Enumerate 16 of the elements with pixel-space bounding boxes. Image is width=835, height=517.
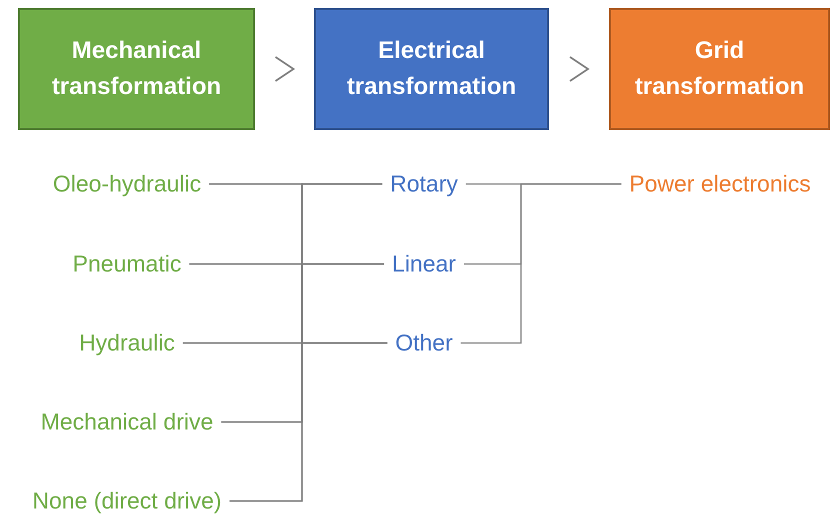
stage-box: Mechanical transformation xyxy=(18,8,255,130)
option-label: Mechanical drive xyxy=(32,406,222,438)
option-label: Linear xyxy=(384,248,464,280)
connector-line xyxy=(460,183,622,344)
chevron-arrow xyxy=(570,56,590,82)
connector-line xyxy=(230,342,388,502)
option-label: Other xyxy=(387,328,461,358)
option-label: Pneumatic xyxy=(64,248,190,280)
option-label: Power electronics xyxy=(621,168,819,200)
option-label: None (direct drive) xyxy=(24,486,230,516)
stage-box: Grid transformation xyxy=(609,8,830,130)
chevron-arrow xyxy=(275,56,296,82)
option-label: Oleo-hydraulic xyxy=(44,168,210,200)
option-label: Hydraulic xyxy=(71,328,183,358)
stage-box: Electrical transformation xyxy=(314,8,549,130)
option-label: Rotary xyxy=(382,168,466,200)
